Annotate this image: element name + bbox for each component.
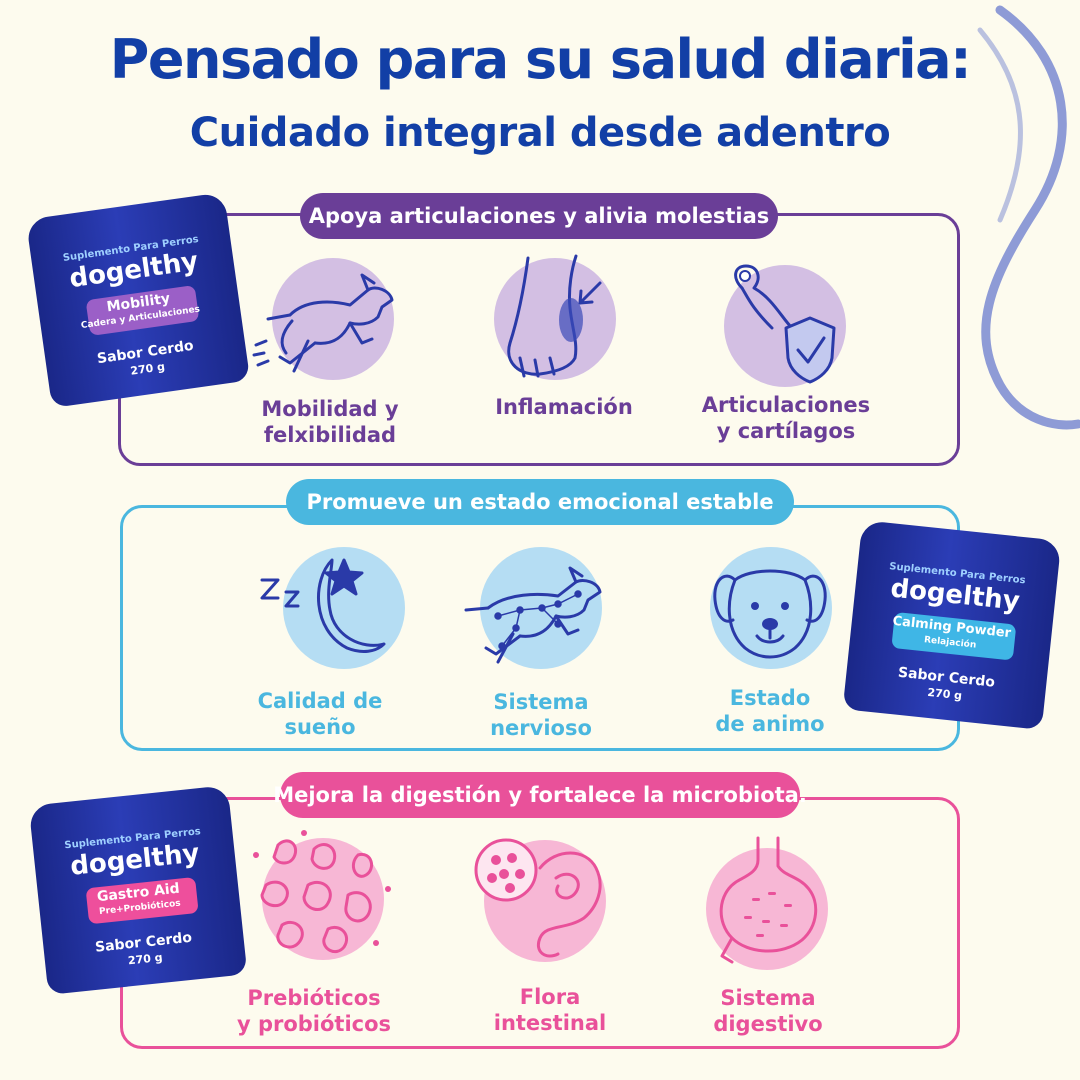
sleep-label: Calidad de sueño — [210, 688, 430, 740]
mood-label-line1: Estado — [729, 686, 811, 710]
probiotics-label: Prebióticos y probióticos — [204, 985, 424, 1037]
probiotics-label-line2: y probióticos — [236, 1012, 392, 1036]
digestive-label: Sistema digestivo — [658, 985, 878, 1037]
nervous-label-line2: nervioso — [490, 716, 592, 740]
dog-nervous-system-icon — [464, 566, 602, 664]
page-subtitle: Cuidado integral desde adentro — [189, 110, 891, 156]
mobility-label-line1: Mobilidad y — [261, 397, 399, 421]
gastro-product-jar: Suplemento Para Perros dogelthy Gastro A… — [28, 785, 248, 995]
sleep-label-line2: sueño — [284, 715, 356, 739]
calming-product-jar: Suplemento Para Perros dogelthy Calming … — [842, 520, 1062, 730]
joints-section-pill: Apoya articulaciones y alivia molestias — [300, 193, 778, 239]
mobility-label-line2: felxibilidad — [263, 423, 397, 447]
inflammation-circle — [494, 258, 616, 380]
mood-label-line2: de animo — [715, 712, 825, 736]
running-dog-icon — [252, 273, 394, 373]
paw-shield-check-icon — [734, 264, 836, 384]
nervous-label-line1: Sistema — [493, 690, 589, 714]
inflammation-label: Inflamación — [454, 394, 674, 420]
digestive-label-line1: Sistema — [720, 986, 816, 1010]
joints-label-line1: Articulaciones — [701, 393, 871, 417]
inflammation-label-line1: Inflamación — [495, 395, 633, 419]
digestive-label-line2: digestivo — [713, 1012, 823, 1036]
sleep-label-line1: Calidad de — [257, 689, 383, 713]
bacteria-icon — [253, 830, 391, 953]
page-title: Pensado para su salud diaria: — [109, 28, 972, 91]
dog-face-icon — [713, 569, 827, 659]
stomach-icon — [719, 836, 818, 964]
mood-label: Estado de animo — [660, 685, 880, 737]
intestine-icon — [474, 838, 602, 958]
decorative-squiggle-icon — [977, 5, 1080, 430]
emotional-section-pill: Promueve un estado emocional estable — [286, 479, 794, 525]
digestion-section-pill: Mejora la digestión y fortalece la micro… — [273, 772, 807, 818]
mobility-product-jar: Suplemento Para Perros dogelthy Mobility… — [25, 192, 251, 408]
joints-label-line2: y cartílagos — [716, 419, 856, 443]
joints-label: Articulaciones y cartílagos — [676, 392, 896, 444]
moon-sleep-icon — [260, 558, 386, 653]
flora-label-line2: intestinal — [493, 1011, 607, 1035]
mobility-label: Mobilidad y felxibilidad — [220, 396, 440, 448]
probiotics-label-line1: Prebióticos — [247, 986, 381, 1010]
flora-label: Flora intestinal — [440, 984, 660, 1036]
dog-leg-inflammation-icon — [507, 254, 602, 378]
nervous-label: Sistema nervioso — [431, 689, 651, 741]
flora-label-line1: Flora — [519, 985, 581, 1009]
